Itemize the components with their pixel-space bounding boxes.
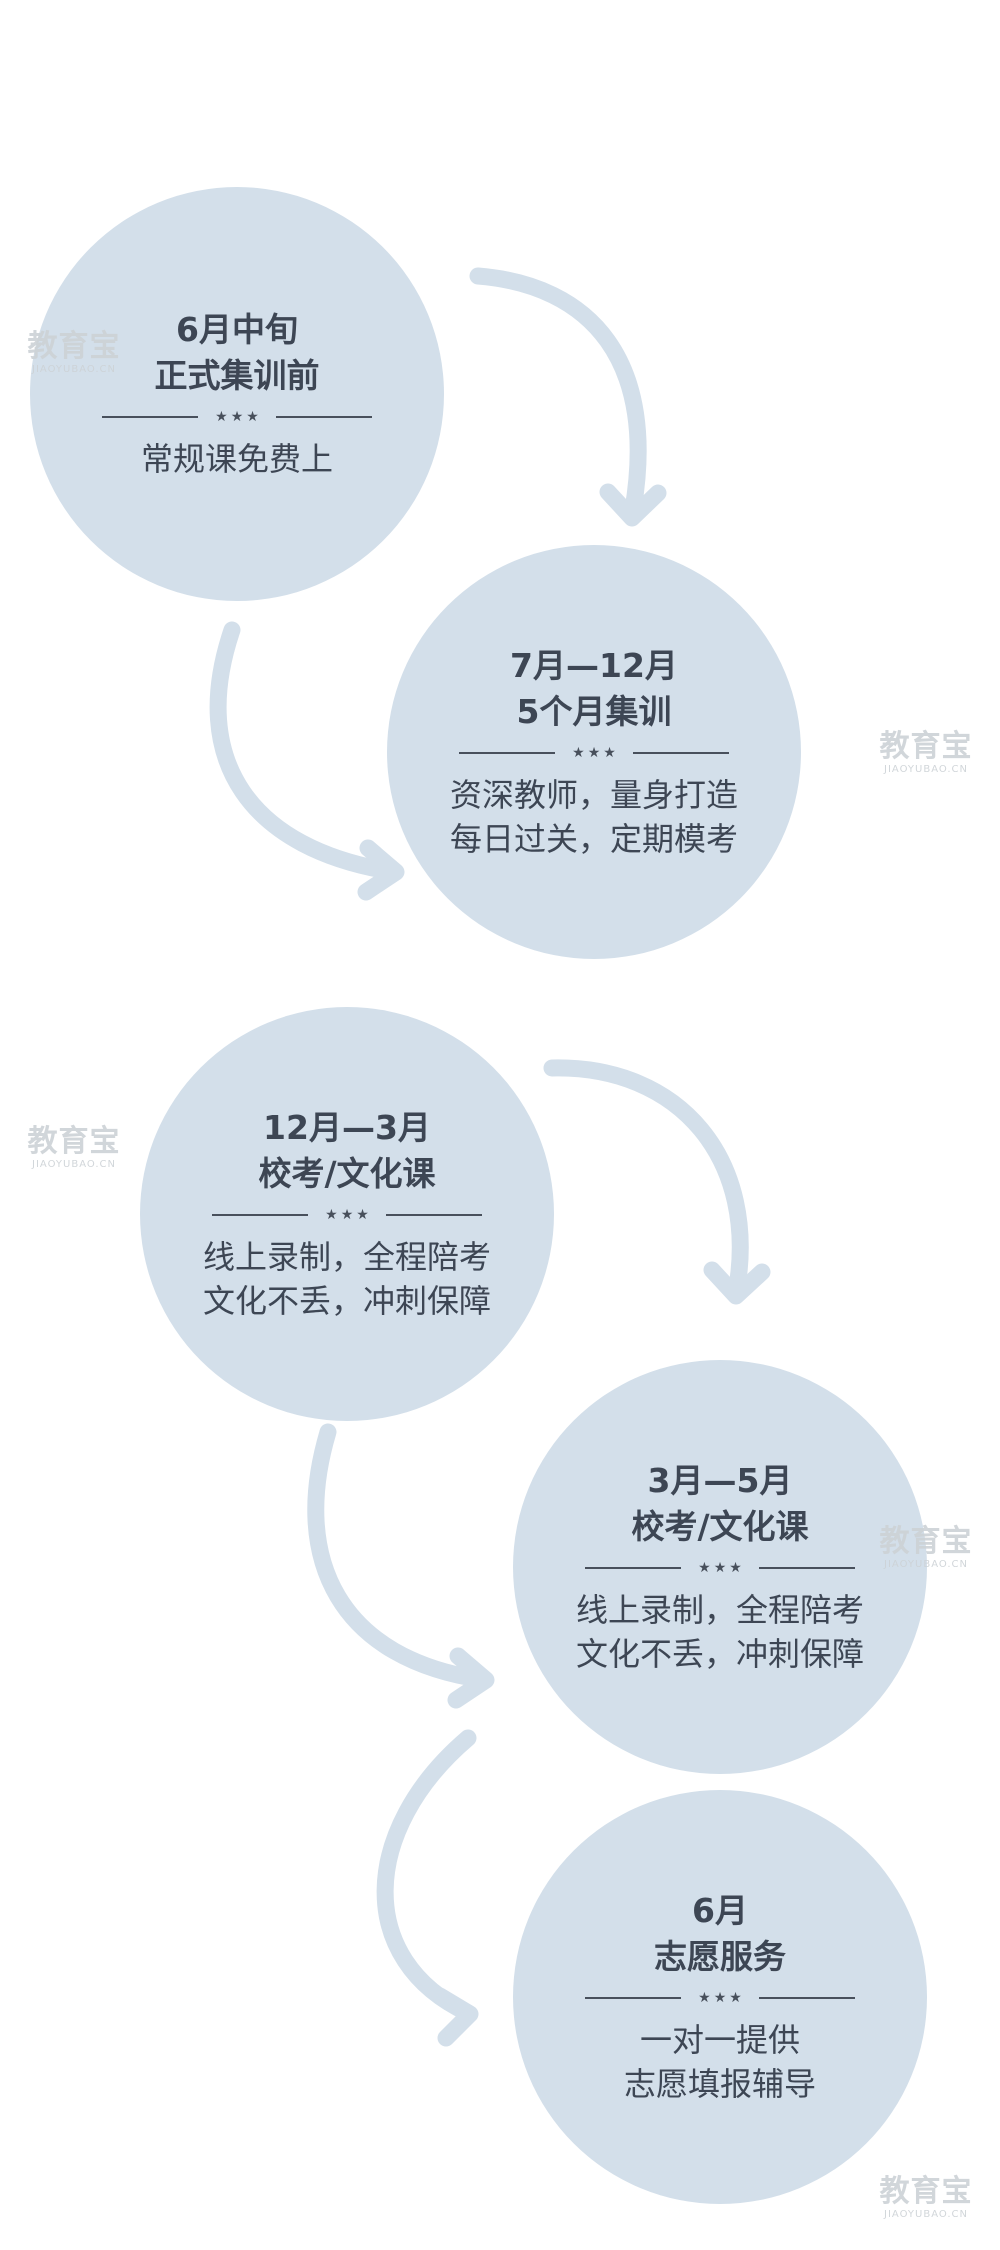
watermark-domain: JIAOYUBAO.CN <box>32 364 116 375</box>
three-stars-icon: ★★★ <box>698 1990 745 2006</box>
divider-line <box>758 1997 855 1999</box>
divider: ★★★ <box>585 1560 855 1576</box>
stage-description: 志愿填报辅导 <box>623 2065 816 2103</box>
stage-title: 正式集训前 <box>154 356 320 395</box>
curved-arrow-icon <box>543 1059 771 1305</box>
stage-circle-1: 6月中旬 正式集训前 ★★★ 常规课免费上 <box>30 187 444 601</box>
watermark-logo: 教育宝 <box>879 1524 973 1559</box>
stage-content: 12月—3月 校考/文化课 ★★★ 线上录制，全程陪考 文化不丢，冲刺保障 <box>140 1007 554 1421</box>
stage-title: 校考/文化课 <box>631 1507 809 1546</box>
divider-line <box>632 752 729 754</box>
curved-arrow-icon <box>307 1423 495 1709</box>
three-stars-icon: ★★★ <box>698 1560 745 1576</box>
watermark-logo: 教育宝 <box>879 729 973 764</box>
divider: ★★★ <box>459 745 729 761</box>
stage-description: 一对一提供 <box>639 2021 800 2059</box>
watermark: 教育宝 JIAOYUBAO.CN <box>14 330 134 376</box>
curved-arrow-icon <box>376 1729 479 2047</box>
stage-description: 线上录制，全程陪考 <box>202 1238 491 1276</box>
divider-line <box>212 1214 309 1216</box>
stage-title: 5个月集训 <box>516 692 672 731</box>
stage-content: 3月—5月 校考/文化课 ★★★ 线上录制，全程陪考 文化不丢，冲刺保障 <box>513 1360 927 1774</box>
stage-circle-5: 6月 志愿服务 ★★★ 一对一提供 志愿填报辅导 <box>513 1790 927 2204</box>
watermark-logo: 教育宝 <box>879 2174 973 2209</box>
divider: ★★★ <box>102 409 372 425</box>
stage-title: 6月中旬 <box>176 310 298 349</box>
stage-description: 每日过关，定期模考 <box>449 820 738 858</box>
stage-content: 7月—12月 5个月集训 ★★★ 资深教师，量身打造 每日过关，定期模考 <box>387 545 801 959</box>
watermark: 教育宝 JIAOYUBAO.CN <box>14 1125 134 1171</box>
watermark: 教育宝 JIAOYUBAO.CN <box>866 1525 986 1571</box>
three-stars-icon: ★★★ <box>215 409 262 425</box>
stage-description: 文化不丢，冲刺保障 <box>575 1635 864 1673</box>
stage-circle-4: 3月—5月 校考/文化课 ★★★ 线上录制，全程陪考 文化不丢，冲刺保障 <box>513 1360 927 1774</box>
watermark-logo: 教育宝 <box>27 1124 121 1159</box>
watermark-domain: JIAOYUBAO.CN <box>884 764 968 775</box>
watermark-domain: JIAOYUBAO.CN <box>884 2209 968 2220</box>
divider-line <box>585 1997 682 1999</box>
curved-arrow-icon <box>469 267 667 527</box>
watermark: 教育宝 JIAOYUBAO.CN <box>866 730 986 776</box>
stage-description: 线上录制，全程陪考 <box>575 1591 864 1629</box>
watermark-domain: JIAOYUBAO.CN <box>884 1559 968 1570</box>
divider-line <box>385 1214 482 1216</box>
stage-description: 常规课免费上 <box>140 440 333 478</box>
stage-title: 7月—12月 <box>510 646 678 685</box>
stage-circle-2: 7月—12月 5个月集训 ★★★ 资深教师，量身打造 每日过关，定期模考 <box>387 545 801 959</box>
watermark-domain: JIAOYUBAO.CN <box>32 1159 116 1170</box>
curved-arrow-icon <box>209 621 405 901</box>
watermark: 教育宝 JIAOYUBAO.CN <box>866 2175 986 2221</box>
stage-title: 志愿服务 <box>654 1937 786 1976</box>
stage-description: 文化不丢，冲刺保障 <box>202 1282 491 1320</box>
divider-line <box>275 416 372 418</box>
stage-content: 6月中旬 正式集训前 ★★★ 常规课免费上 <box>30 187 444 601</box>
stage-circle-3: 12月—3月 校考/文化课 ★★★ 线上录制，全程陪考 文化不丢，冲刺保障 <box>140 1007 554 1421</box>
stage-title: 3月—5月 <box>647 1461 793 1500</box>
watermark-logo: 教育宝 <box>27 329 121 364</box>
divider-line <box>459 752 556 754</box>
stage-title: 6月 <box>692 1891 748 1930</box>
divider-line <box>758 1567 855 1569</box>
three-stars-icon: ★★★ <box>572 745 619 761</box>
stage-title: 12月—3月 <box>263 1108 431 1147</box>
stage-content: 6月 志愿服务 ★★★ 一对一提供 志愿填报辅导 <box>513 1790 927 2204</box>
divider-line <box>585 1567 682 1569</box>
stage-description: 资深教师，量身打造 <box>449 776 738 814</box>
divider-line <box>102 416 199 418</box>
divider: ★★★ <box>212 1207 482 1223</box>
divider: ★★★ <box>585 1990 855 2006</box>
three-stars-icon: ★★★ <box>325 1207 372 1223</box>
stage-title: 校考/文化课 <box>258 1154 436 1193</box>
